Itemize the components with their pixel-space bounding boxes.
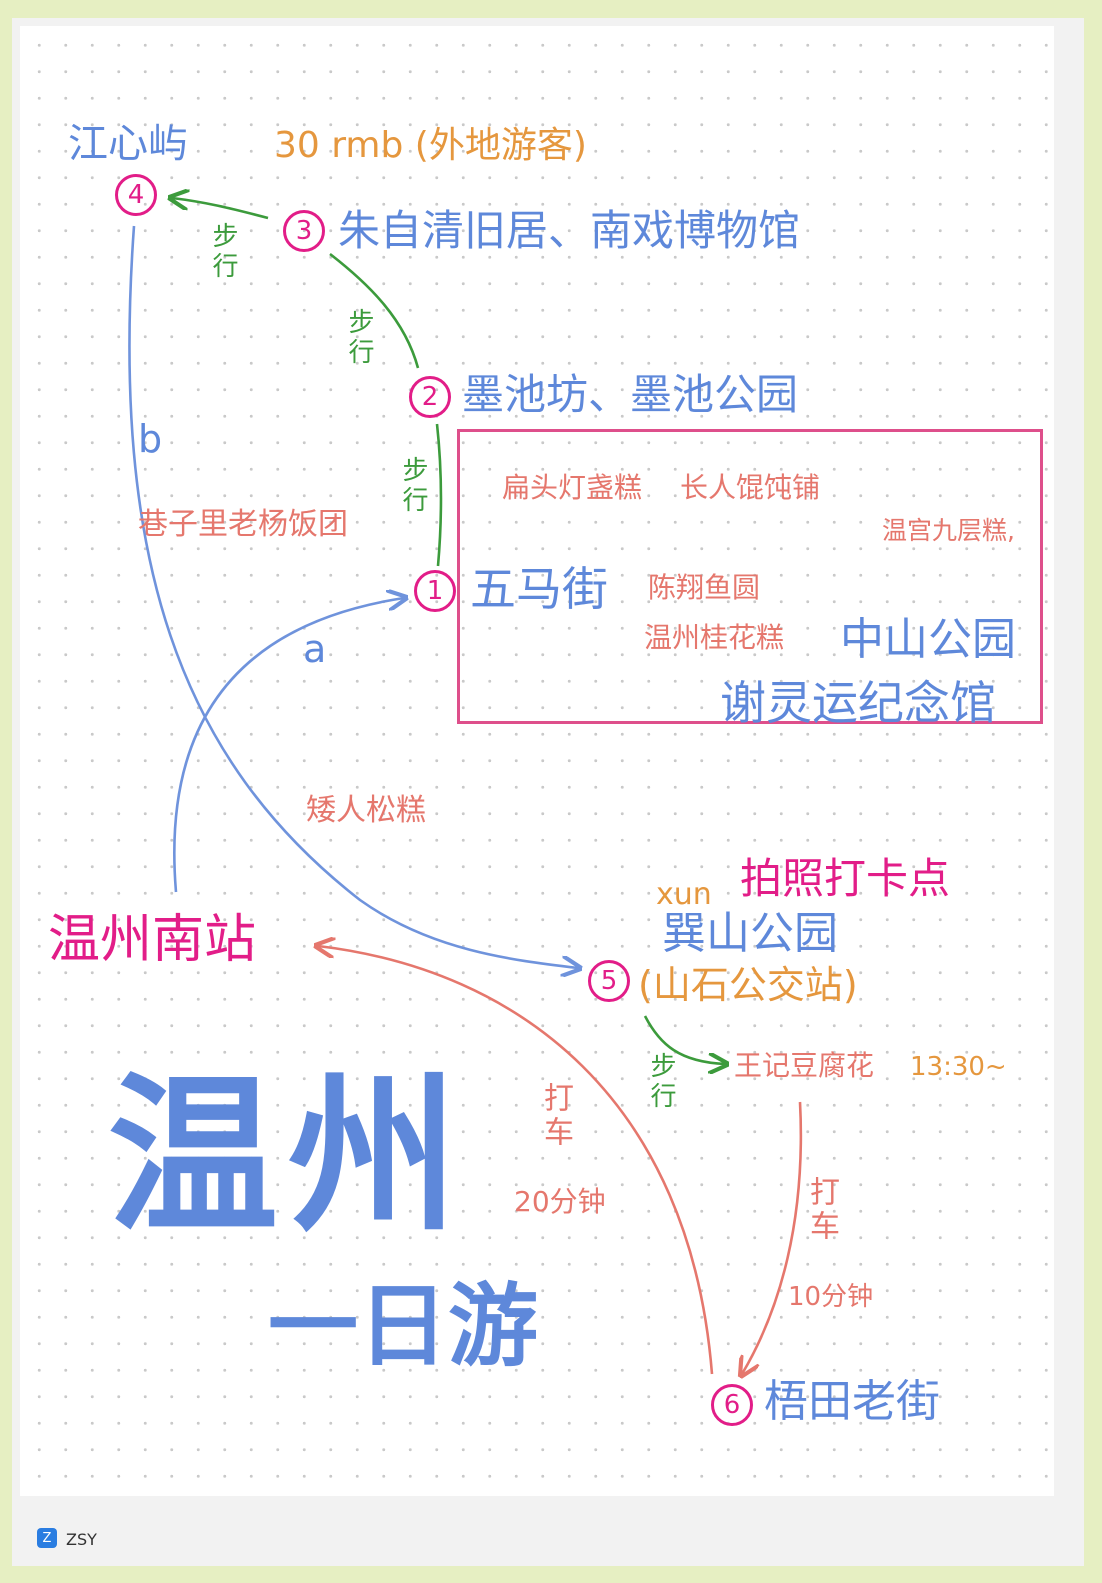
snack-airen: 矮人松糕 bbox=[306, 793, 426, 828]
app-logo-icon: Z bbox=[37, 1528, 57, 1548]
snack-wengong: 温宫九层糕, bbox=[882, 516, 1015, 545]
start-station-name: 温州南站 bbox=[48, 910, 257, 970]
walk-label-3-4: 步行 bbox=[208, 222, 238, 282]
snack-biantou: 扁头灯盏糕 bbox=[502, 471, 643, 504]
taxi-label-20: 打车 bbox=[538, 1082, 573, 1150]
place-zhongshan: 中山公园 bbox=[840, 614, 1016, 665]
photo-spot-label: 拍照打卡点 bbox=[740, 854, 951, 903]
node-5-number: 5 bbox=[600, 966, 618, 996]
node-5-note: (山石公交站) bbox=[638, 963, 858, 1007]
node-4-number: 4 bbox=[127, 180, 145, 210]
node-4-marker: 4 bbox=[115, 174, 157, 216]
node-5-name: 巽山公园 bbox=[662, 908, 838, 959]
node-1-name: 五马街 bbox=[470, 562, 608, 616]
node-3-marker: 3 bbox=[283, 210, 325, 252]
route-b-label: b bbox=[138, 417, 163, 461]
walk-3-to-4 bbox=[172, 198, 269, 220]
footer-brand: ZSY bbox=[66, 1530, 97, 1549]
snack-xiangzi: 巷子里老杨饭团 bbox=[138, 507, 348, 542]
node-3-name: 朱自清旧居、南戏博物馆 bbox=[338, 206, 801, 255]
node-2-marker: 2 bbox=[409, 376, 451, 418]
node-5-marker: 5 bbox=[588, 960, 630, 1002]
node-6-name: 梧田老街 bbox=[764, 1376, 940, 1427]
taxi-time-20: 20分钟 bbox=[514, 1185, 606, 1218]
node-1-number: 1 bbox=[426, 576, 444, 606]
snack-chenxiang: 陈翔鱼圆 bbox=[648, 571, 761, 604]
node-1-marker: 1 bbox=[414, 570, 456, 612]
taxi-wangji-to-6 bbox=[742, 1101, 803, 1374]
walk-label-5-wangji: 步行 bbox=[646, 1052, 676, 1112]
node-4-name: 江心屿 bbox=[68, 121, 188, 167]
wuma-street-box bbox=[457, 429, 1043, 724]
walk-5-to-wangji bbox=[643, 1015, 725, 1064]
price-note: 30 rmb (外地游客) bbox=[274, 125, 587, 166]
taxi-6-to-station bbox=[318, 946, 714, 1375]
route-b bbox=[128, 225, 578, 968]
walk-label-2-1: 步行 bbox=[398, 456, 428, 516]
snack-wangji: 王记豆腐花 bbox=[734, 1049, 875, 1082]
route-a bbox=[173, 598, 404, 893]
taxi-label-10: 打车 bbox=[804, 1176, 839, 1244]
title-main: 温州 bbox=[108, 1058, 469, 1256]
walk-3-to-2 bbox=[329, 252, 420, 369]
snack-guihua: 温州桂花糕 bbox=[644, 621, 785, 654]
dotted-canvas bbox=[20, 26, 1054, 1496]
title-sub: 一日游 bbox=[268, 1274, 538, 1379]
node-2-name: 墨池坊、墨池公园 bbox=[462, 370, 799, 419]
node-3-number: 3 bbox=[295, 216, 313, 246]
node-6-marker: 6 bbox=[711, 1384, 753, 1426]
node-2-number: 2 bbox=[421, 382, 439, 412]
time-note: 13:30~ bbox=[910, 1052, 1007, 1082]
walk-2-to-1 bbox=[435, 423, 443, 567]
node-6-number: 6 bbox=[723, 1390, 741, 1420]
place-xieling: 谢灵运纪念馆 bbox=[720, 676, 996, 730]
snack-changren: 长人馄饨铺 bbox=[680, 471, 821, 504]
node-5-pinyin: xun bbox=[656, 877, 712, 912]
walk-label-3-2: 步行 bbox=[344, 308, 374, 368]
taxi-time-10: 10分钟 bbox=[788, 1282, 874, 1312]
route-a-label: a bbox=[303, 627, 327, 671]
